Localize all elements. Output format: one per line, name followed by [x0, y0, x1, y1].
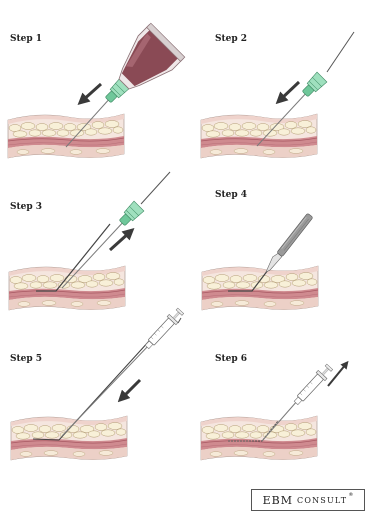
skin-cross-section: [11, 416, 127, 460]
guidewire: [327, 32, 354, 72]
skin-cross-section: [201, 114, 317, 158]
step-4-label: Step 4: [215, 190, 247, 200]
direction-arrow: [82, 84, 101, 101]
empty-syringe: [143, 307, 186, 351]
step-2-label: Step 2: [215, 34, 247, 44]
direction-arrow: [328, 364, 346, 386]
step-3-label: Step 3: [10, 202, 42, 212]
skin-cross-section: [202, 266, 318, 310]
guidewire: [141, 172, 170, 204]
step-5-panel: [11, 307, 185, 460]
step-6-panel: [201, 363, 346, 460]
step-2-panel: [201, 32, 354, 158]
step-5-label: Step 5: [10, 354, 42, 364]
step-6-label: Step 6: [215, 354, 247, 364]
step-4-panel: [202, 213, 318, 310]
skin-cross-section: [8, 114, 124, 158]
logo-ebm-text: EBM: [263, 494, 293, 507]
ebm-consult-logo: EBM CONSULT ®: [251, 489, 365, 511]
skin-cross-section: [9, 266, 125, 310]
step-3-panel: [9, 172, 170, 310]
direction-arrow: [280, 82, 299, 100]
logo-registered-mark: ®: [348, 492, 353, 498]
direction-arrow: [122, 380, 140, 398]
step-1-label: Step 1: [10, 34, 42, 44]
logo-consult-text: CONSULT: [297, 496, 347, 505]
scalpel: [263, 213, 313, 274]
direction-arrow: [110, 232, 130, 250]
guidewire: [178, 318, 181, 323]
skin-cross-section: [201, 416, 317, 460]
